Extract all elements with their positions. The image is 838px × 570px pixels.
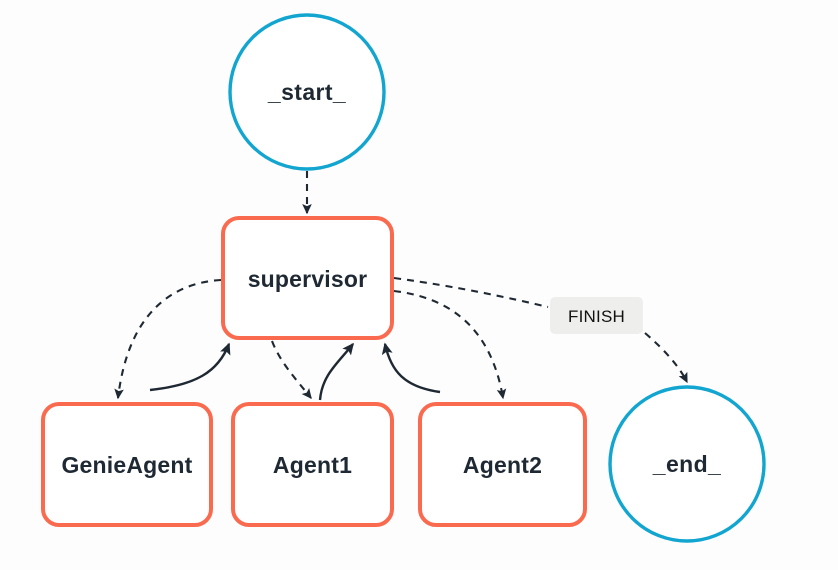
edge-label-finish: FINISH [550,297,643,334]
edge-finish-end [644,332,688,384]
node-genieagent-shape[interactable] [41,402,213,527]
node-start-shape[interactable] [228,13,386,171]
node-supervisor-label: supervisor [248,266,368,292]
edge-label-finish-background [550,297,643,334]
edge-supervisor-agent1 [271,340,312,400]
node-genieagent[interactable]: GenieAgent [41,402,213,527]
edge-supervisor-genieagent [114,278,222,400]
edge-supervisor-finish [393,276,549,309]
edge-agent1-supervisor [318,342,354,401]
edge-supervisor-agent2 [393,289,507,400]
node-agent1-shape[interactable] [231,402,394,527]
edge-agent2-supervisor [381,342,441,394]
node-start-label: _start_ [267,79,346,105]
edge-labels-layer: FINISH [550,297,643,334]
edges-layer [114,171,688,401]
node-end-label: _end_ [652,451,721,477]
node-agent1[interactable]: Agent1 [231,402,394,527]
node-supervisor-shape[interactable] [221,216,394,340]
nodes-layer: _start_ supervisor GenieAgent Agent1 Age… [41,13,766,543]
node-genieagent-label: GenieAgent [61,452,192,478]
node-agent2[interactable]: Agent2 [418,402,587,527]
node-start[interactable]: _start_ [228,13,386,171]
edge-genieagent-supervisor [149,342,231,392]
node-end-shape[interactable] [608,385,766,543]
edge-label-finish-text: FINISH [568,307,625,326]
node-agent2-label: Agent2 [463,452,542,478]
node-end[interactable]: _end_ [608,385,766,543]
node-supervisor[interactable]: supervisor [221,216,394,340]
node-agent2-shape[interactable] [418,402,587,527]
node-agent1-label: Agent1 [273,452,352,478]
